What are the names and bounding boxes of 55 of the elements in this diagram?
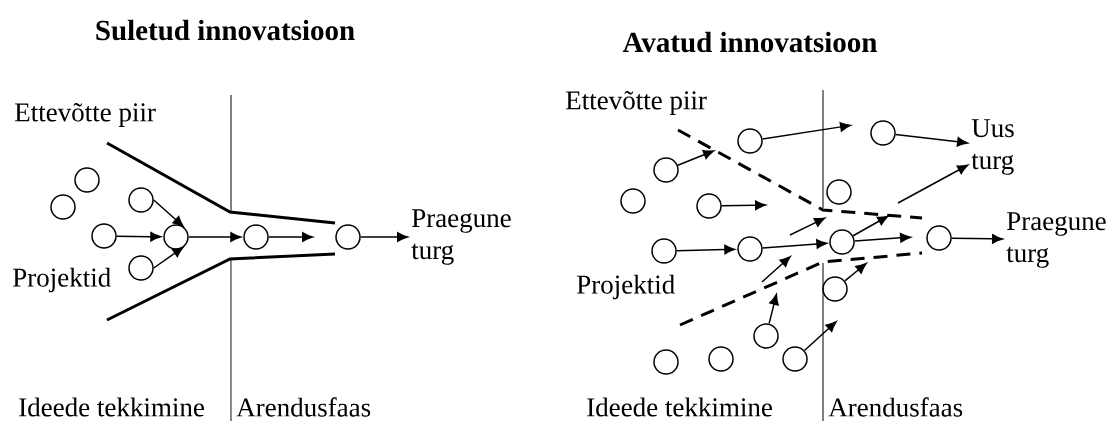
arrow [844, 263, 867, 282]
phase-label: Ideede tekkimine [587, 397, 772, 417]
idea-circle [708, 346, 734, 372]
market-label: Praegune turg [1006, 212, 1106, 268]
heading: Avatud innovatsioon [622, 31, 877, 53]
idea-circle [782, 346, 808, 372]
arrow [677, 150, 715, 166]
arrow [188, 232, 242, 242]
idea-circle [696, 193, 722, 219]
idea-circle [829, 229, 855, 255]
idea-circle [128, 187, 154, 213]
idea-circle [753, 323, 779, 349]
projects-label: Projektid [577, 274, 675, 300]
idea-circle [163, 224, 189, 250]
arrow [951, 234, 1003, 244]
boundary-label: Ettevõtte piir [566, 91, 707, 115]
arrow [761, 122, 852, 140]
idea-circle [335, 224, 361, 250]
market-label: Praegune turg [411, 209, 511, 265]
idea-circle [826, 179, 852, 205]
idea-circle [620, 188, 646, 214]
phase-label: Arendusfaas [236, 397, 371, 417]
idea-circle [91, 223, 117, 249]
idea-circle [651, 238, 677, 264]
market-label: Uus turg [971, 119, 1014, 175]
heading: Suletud innovatsioon [96, 19, 355, 41]
idea-circle [737, 236, 763, 262]
arrow [803, 321, 837, 352]
arrow [854, 233, 911, 243]
arrow [153, 199, 184, 227]
arrow [153, 246, 184, 269]
phase-label: Ideede tekkimine [19, 397, 204, 417]
idea-circle [870, 120, 896, 146]
idea-circle [653, 349, 679, 375]
idea-circle [50, 194, 76, 220]
arrow [360, 232, 408, 242]
idea-circle [822, 276, 848, 302]
arrow [894, 133, 968, 147]
arrow [852, 215, 889, 237]
boundary-label: Ettevõtte piir [15, 103, 156, 127]
arrow [761, 239, 828, 249]
idea-circle [653, 157, 679, 183]
arrow [676, 244, 736, 255]
idea-circle [926, 225, 952, 251]
arrow [897, 164, 969, 204]
idea-circle [243, 224, 269, 250]
idea-circle [737, 128, 763, 154]
idea-circle [128, 255, 154, 281]
idea-circle [74, 167, 100, 193]
arrow [768, 293, 779, 325]
arrow [721, 200, 766, 211]
arrow [116, 231, 162, 242]
projects-label: Projektid [13, 267, 111, 293]
phase-label: Arendusfaas [828, 397, 963, 417]
arrow [268, 232, 313, 242]
